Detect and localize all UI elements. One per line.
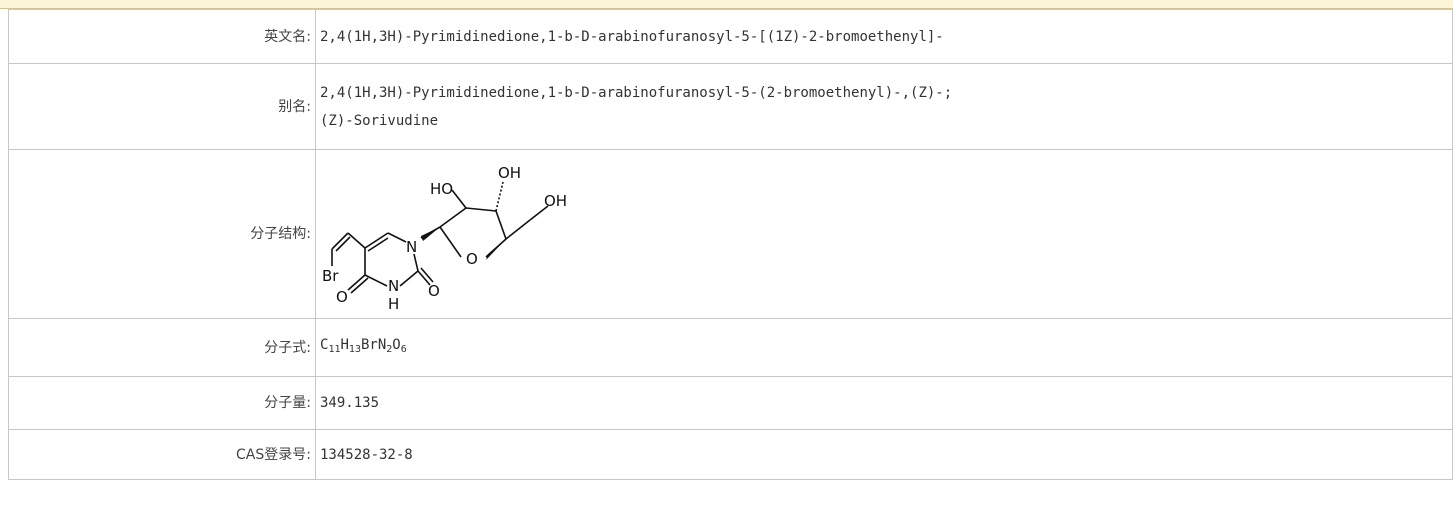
row-cas: CAS登录号: 134528-32-8 [8,429,1453,480]
alias-value: 2,4(1H,3H)-Pyrimidinedione,1-b-D-arabino… [315,63,1453,150]
atom-n3: N [388,277,399,295]
row-formula: 分子式: C11H13BrN2O6 [8,318,1453,377]
english-name-value: 2,4(1H,3H)-Pyrimidinedione,1-b-D-arabino… [315,9,1453,64]
structure-value: HO OH OH N O Br O N H O [315,149,1453,319]
alias-line-2: (Z)-Sorivudine [320,112,439,129]
atom-oh-right: OH [544,192,567,210]
formula-value: C11H13BrN2O6 [315,318,1453,377]
formula-label: 分子式: [8,318,316,377]
structure-label: 分子结构: [8,149,316,319]
atom-br: Br [322,267,339,285]
wedge-bond-icon [421,227,440,241]
cas-value: 134528-32-8 [315,429,1453,480]
atom-oh-top: OH [498,164,521,182]
row-mol-weight: 分子量: 349.135 [8,376,1453,430]
alias-label: 别名: [8,63,316,150]
mol-weight-value: 349.135 [315,376,1453,430]
compound-info-table: 英文名: 2,4(1H,3H)-Pyrimidinedione,1-b-D-ar… [8,9,1453,480]
cas-label: CAS登录号: [8,429,316,480]
atom-o-ring: O [466,250,478,268]
atom-o2: O [428,282,440,300]
row-structure: 分子结构: [8,149,1453,319]
atom-n1: N [406,238,417,256]
row-english-name: 英文名: 2,4(1H,3H)-Pyrimidinedione,1-b-D-ar… [8,9,1453,64]
top-bar [0,0,1453,9]
atom-o4: O [336,288,348,306]
mol-weight-label: 分子量: [8,376,316,430]
atom-nh: H [388,295,399,313]
english-name-label: 英文名: [8,9,316,64]
molecule-structure-image: HO OH OH N O Br O N H O [322,164,567,313]
alias-line-1: 2,4(1H,3H)-Pyrimidinedione,1-b-D-arabino… [320,84,953,101]
row-alias: 别名: 2,4(1H,3H)-Pyrimidinedione,1-b-D-ara… [8,63,1453,150]
atom-oh-left: HO [430,180,453,198]
formula-text: C11H13BrN2O6 [320,337,407,355]
